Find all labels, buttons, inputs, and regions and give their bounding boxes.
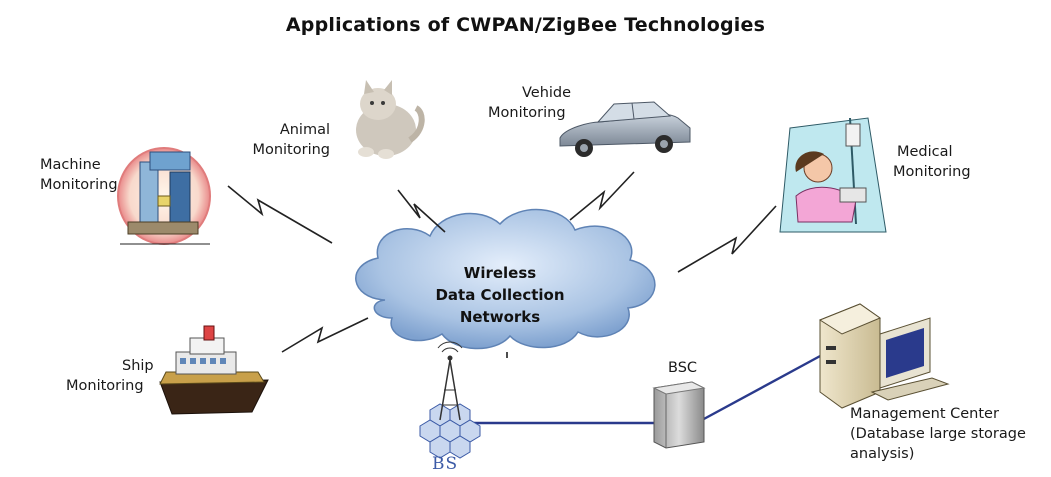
animal-label-line1: Animal [279,122,330,138]
management-label-line1: Management Center [850,406,999,422]
wireless-cloud-shape [355,208,656,350]
medical-icon [779,117,887,233]
zigzag-medical [677,205,777,273]
wired-links [468,353,823,425]
medical-label-line1: Medical [897,144,953,160]
medical-label-line2: Monitoring [893,164,971,180]
ship-label-line2: Monitoring [66,378,144,394]
ship-label: Ship Monitoring [66,356,154,396]
vehicle-label: Vehide Monitoring [488,83,571,123]
machine-label-line1: Machine [40,157,101,173]
car-icon [559,101,691,157]
management-label-line3: analysis) [850,446,915,462]
bs-tower-icon [419,341,481,459]
computer-icon [818,303,950,409]
machine-icon [117,147,211,245]
cat-icon [356,80,425,159]
cloud-label-line2: Data Collection [435,286,565,304]
link-bsc-management [701,353,823,422]
vehicle-label-line2: Monitoring [488,105,566,121]
machine-label-line2: Monitoring [40,177,118,193]
machine-label: Machine Monitoring [40,155,118,195]
bsc-cabinet-icon [652,381,706,449]
ship-icon [159,325,269,415]
management-label-line2: (Database large storage [850,426,1026,442]
zigzag-animal [397,189,446,233]
cloud-label-line1: Wireless [463,264,537,282]
cloud-label: Wireless Data Collection Networks [420,262,580,328]
diagram-title: Applications of CWPAN/ZigBee Technologie… [285,14,766,36]
animal-label-line2: Monitoring [252,142,330,158]
bsc-label: BSC [668,360,698,376]
bs-label: BS [432,454,459,474]
zigzag-vehicle [569,171,635,221]
zigzag-machine [227,185,333,244]
cloud-label-line3: Networks [459,308,541,326]
animal-label: Animal Monitoring [230,120,330,160]
medical-label: Medical Monitoring [893,142,971,182]
zigzag-ship [281,317,369,353]
vehicle-label-line1: Vehide [522,85,572,101]
ship-label-line1: Ship [122,358,154,374]
management-label: Management Center (Database large storag… [850,404,1026,464]
wireless-links [227,171,777,358]
